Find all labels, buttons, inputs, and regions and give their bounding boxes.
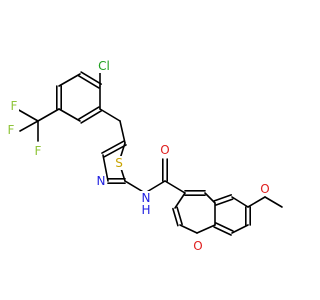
bond-n3-t4	[102, 154, 109, 182]
bond-a3-a4	[58, 108, 81, 122]
atom-bg-f2	[32, 144, 43, 158]
atom-label-o-carbonyl: O	[160, 143, 169, 157]
bond-a6-a1-double	[78, 75, 100, 89]
bond-b5-b5a	[204, 192, 216, 204]
atom-bg-f3	[5, 123, 16, 137]
bond-layer	[16, 67, 283, 236]
atom-label-o-methoxy: O	[260, 182, 269, 196]
bond-a1-a2	[58, 73, 81, 87]
atom-bg-h_amide	[140, 203, 151, 217]
atom-bg-o_ring	[192, 239, 203, 253]
atom-bg-n_amide	[140, 191, 151, 205]
atom-bg-s	[113, 156, 124, 170]
atom-label-o-ring: O	[193, 239, 202, 253]
bond-b5a-r6-double	[214, 198, 234, 206]
atom-bg-o_methoxy	[259, 182, 270, 196]
bond-r7-om	[247, 196, 266, 208]
atom-label-n-amide: N	[142, 191, 151, 205]
bond-a5-ch2	[99, 108, 121, 122]
bond-r8-r9	[231, 224, 249, 234]
bond-co-b4	[164, 180, 186, 194]
atom-label-h-amide: H	[141, 203, 150, 217]
bond-r9-b9a-double	[215, 222, 234, 232]
atom-label-f2: F	[35, 144, 42, 158]
bond-oring-b9a	[196, 224, 216, 234]
bond-b4-b3	[174, 192, 186, 209]
bond-r9-b9a-double	[213, 226, 232, 236]
bond-r6-r7	[231, 196, 249, 208]
bond-b5a-r6-double	[213, 194, 233, 202]
bond-b3-b2-double	[176, 206, 183, 226]
bond-a4-a5-double	[78, 106, 100, 120]
atom-label-f1: F	[11, 99, 18, 113]
bond-a4-a5-double	[80, 110, 102, 124]
atom-bg-f1	[8, 99, 19, 113]
atom-bg-cl	[98, 59, 112, 73]
atom-label-n-thiazole: N	[97, 174, 106, 188]
bond-b3-b2-double	[172, 207, 179, 227]
bond-om-me	[264, 196, 283, 208]
bond-a6-a1-double	[80, 71, 102, 85]
bond-cf3-f3	[19, 120, 39, 132]
bond-t4-t5-double	[103, 144, 127, 158]
bond-ch2-t5	[119, 120, 126, 144]
atom-bg-o_carbonyl	[159, 143, 170, 157]
bond-b2-oring	[179, 224, 198, 234]
bond-a3-cf3	[37, 108, 60, 122]
atom-label-cl: Cl	[98, 59, 110, 73]
atom-bg-n_thiazole	[95, 174, 106, 188]
atom-label-s: S	[115, 156, 123, 170]
atom-label-f3: F	[8, 123, 15, 137]
bond-t4-t5-double	[101, 140, 125, 154]
bond-cf3-f1	[16, 108, 39, 122]
